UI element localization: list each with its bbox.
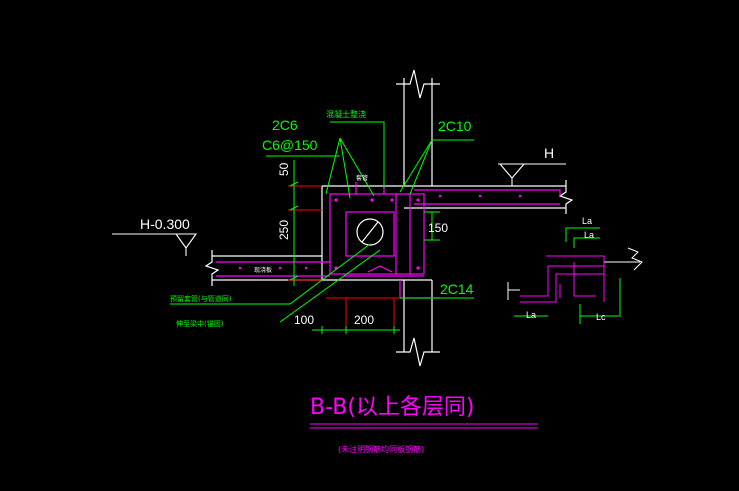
label-2c14: 2C14 [440,281,474,297]
label-2c6: 2C6 [272,117,298,133]
dim-50: 50 [277,162,291,176]
rebar [216,182,561,299]
note-left-2: 伸至梁中(锚固) [176,319,224,328]
detail-la-mid: La [584,230,594,240]
detail-la-top: La [582,216,592,226]
label-level-h: H [544,145,554,161]
pipe-tag: 套管 [356,174,368,182]
note-left-1: 预留套管(与管道同) [170,294,232,303]
triangle-level-icon [498,163,566,186]
label-2c10: 2C10 [438,118,472,134]
title-underline [310,423,538,429]
break-line-icon [396,337,440,367]
dim-200: 200 [354,313,374,327]
label-c6-150: C6@150 [262,137,318,153]
dimensions [289,160,440,334]
wall [396,69,440,367]
note-top: 混凝土整浇 [326,109,366,119]
break-line-icon [204,250,220,286]
dim-250: 250 [277,220,291,240]
right-slab [404,180,574,214]
triangle-level-icon [112,233,198,256]
dim-150: 150 [428,221,448,235]
section-title: B-B(以上各层同) [310,395,475,420]
section-subtitle: (未注明钢筋均同板钢筋) [338,444,424,454]
pipe-sleeve [356,218,384,246]
detail-la-bottom: La [526,310,536,320]
detail-lc-bottom: Lc [596,312,606,322]
leaders [170,121,474,323]
dimension-red [288,185,400,332]
slab-tag: 现浇板 [254,266,272,274]
anchorage-detail [507,227,643,324]
label-level-h-0300: H-0.300 [140,216,190,232]
beam [321,185,432,281]
dim-100: 100 [294,313,314,327]
break-line-icon [558,180,574,214]
break-line-icon [396,69,440,99]
